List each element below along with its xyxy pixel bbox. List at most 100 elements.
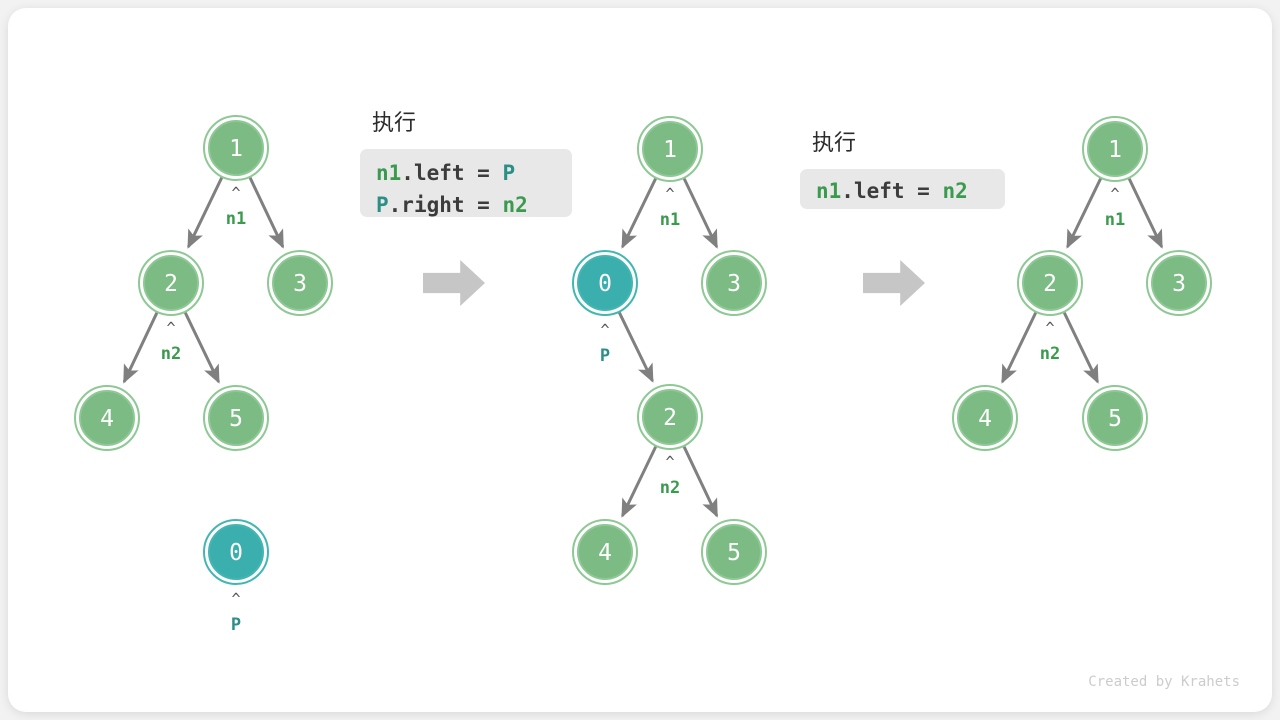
tree-node-circle <box>143 255 199 311</box>
tree-node[interactable]: 4 <box>74 385 140 451</box>
tree-node-value: 0 <box>598 271 612 297</box>
code-token: P <box>502 161 515 185</box>
code-token: = <box>905 179 943 203</box>
pointer-label: n2 <box>161 344 181 364</box>
code-line: n1.left = n2 <box>816 179 968 203</box>
pointer-label: n2 <box>1040 344 1060 364</box>
tree-node-ring <box>701 250 767 316</box>
tree-edge <box>1001 311 1038 384</box>
tree-edge <box>617 311 654 383</box>
pointer-caret-icon: ^ <box>166 319 175 337</box>
tree-edge <box>183 311 220 384</box>
code-line: P.right = n2 <box>376 193 528 217</box>
tree-node-circle <box>642 389 698 445</box>
tree-node[interactable]: 5 <box>701 519 767 585</box>
code-token: n2 <box>942 179 967 203</box>
tree-node-value: 3 <box>727 271 741 297</box>
tree-node-circle <box>577 524 633 580</box>
code-block <box>360 149 572 217</box>
tree-node-circle <box>208 120 264 176</box>
tree-node[interactable]: 2 <box>1017 250 1083 316</box>
tree-node[interactable]: 0 <box>203 519 269 585</box>
tree-node-value: 5 <box>727 540 741 566</box>
tree-edge <box>682 177 718 249</box>
pointer-label: P <box>600 346 610 366</box>
tree-node-ring <box>267 250 333 316</box>
tree-edge <box>123 311 159 384</box>
tree-edges-layer <box>123 176 1163 518</box>
tree-node[interactable]: 3 <box>701 250 767 316</box>
tree-node-ring <box>952 385 1018 451</box>
tree-node-value: 5 <box>229 406 243 432</box>
annotation-title: 执行 <box>372 111 416 136</box>
tree-node[interactable]: 2 <box>138 250 204 316</box>
tree-edge <box>187 176 224 249</box>
code-token: = <box>465 161 503 185</box>
tree-node-ring <box>1146 250 1212 316</box>
pointer-caret-icon: ^ <box>1110 185 1119 203</box>
tree-node[interactable]: 4 <box>952 385 1018 451</box>
code-token: .left <box>841 179 904 203</box>
tree-node-value: 2 <box>1043 271 1057 297</box>
tree-node-circle <box>1151 255 1207 311</box>
pointer-caret-icon: ^ <box>231 590 240 608</box>
annotation-title: 执行 <box>812 131 856 156</box>
tree-node[interactable]: 1 <box>1082 116 1148 182</box>
tree-node-ring <box>1082 116 1148 182</box>
pointer-label: n1 <box>226 209 246 229</box>
tree-node[interactable]: 3 <box>1146 250 1212 316</box>
code-token: n1 <box>376 161 401 185</box>
pointer-label: n1 <box>1105 210 1125 230</box>
pointer-label: n1 <box>660 210 680 230</box>
code-line: n1.left = P <box>376 161 515 185</box>
tree-node-value: 3 <box>293 271 307 297</box>
tree-node-ring <box>1017 250 1083 316</box>
tree-node[interactable]: 5 <box>203 385 269 451</box>
code-token: .left <box>401 161 464 185</box>
tree-node-value: 0 <box>229 540 243 566</box>
pointer-caret-icon: ^ <box>1045 319 1054 337</box>
tree-edge <box>248 176 284 249</box>
tree-node-ring <box>203 385 269 451</box>
tree-nodes-layer: 1 2 3 4 5 0 1 0 3 2 4 5 1 2 3 4 5 <box>74 115 1212 585</box>
pointer-caret-icon: ^ <box>600 321 609 339</box>
code-token: n2 <box>502 193 527 217</box>
tree-edge <box>1062 311 1099 384</box>
tree-node-value: 1 <box>663 137 677 163</box>
tree-node-value: 5 <box>1108 406 1122 432</box>
tree-node[interactable]: 0 <box>572 250 638 316</box>
tree-node-circle <box>1022 255 1078 311</box>
tree-node-value: 3 <box>1172 271 1186 297</box>
tree-node-ring <box>203 115 269 181</box>
pointer-labels-layer: ^n1^n2^P^n1^P^n2^n1^n2 <box>161 184 1125 635</box>
code-token: P <box>376 193 389 217</box>
tree-node-circle <box>1087 390 1143 446</box>
tree-node-value: 2 <box>663 405 677 431</box>
tree-node-ring <box>138 250 204 316</box>
tree-node[interactable]: 5 <box>1082 385 1148 451</box>
tree-node-value: 4 <box>598 540 612 566</box>
tree-node[interactable]: 1 <box>203 115 269 181</box>
tree-node-circle <box>706 255 762 311</box>
code-token: .right <box>389 193 465 217</box>
tree-node-ring <box>637 116 703 182</box>
tree-node-ring <box>1082 385 1148 451</box>
tree-node[interactable]: 4 <box>572 519 638 585</box>
tree-node-circle <box>208 390 264 446</box>
pointer-label: P <box>231 615 241 635</box>
credit-text: Created by Krahets <box>1088 674 1240 690</box>
tree-node-circle <box>208 524 264 580</box>
tree-node-value: 4 <box>100 406 114 432</box>
tree-node-ring <box>637 384 703 450</box>
pointer-caret-icon: ^ <box>231 184 240 202</box>
block-arrows-layer <box>423 260 925 306</box>
tree-edge <box>621 445 658 518</box>
tree-node[interactable]: 3 <box>267 250 333 316</box>
tree-node-circle <box>79 390 135 446</box>
tree-node-value: 2 <box>164 271 178 297</box>
tree-node[interactable]: 2 <box>637 384 703 450</box>
pointer-caret-icon: ^ <box>665 185 674 203</box>
tree-node-ring <box>572 250 638 316</box>
tree-node[interactable]: 1 <box>637 116 703 182</box>
